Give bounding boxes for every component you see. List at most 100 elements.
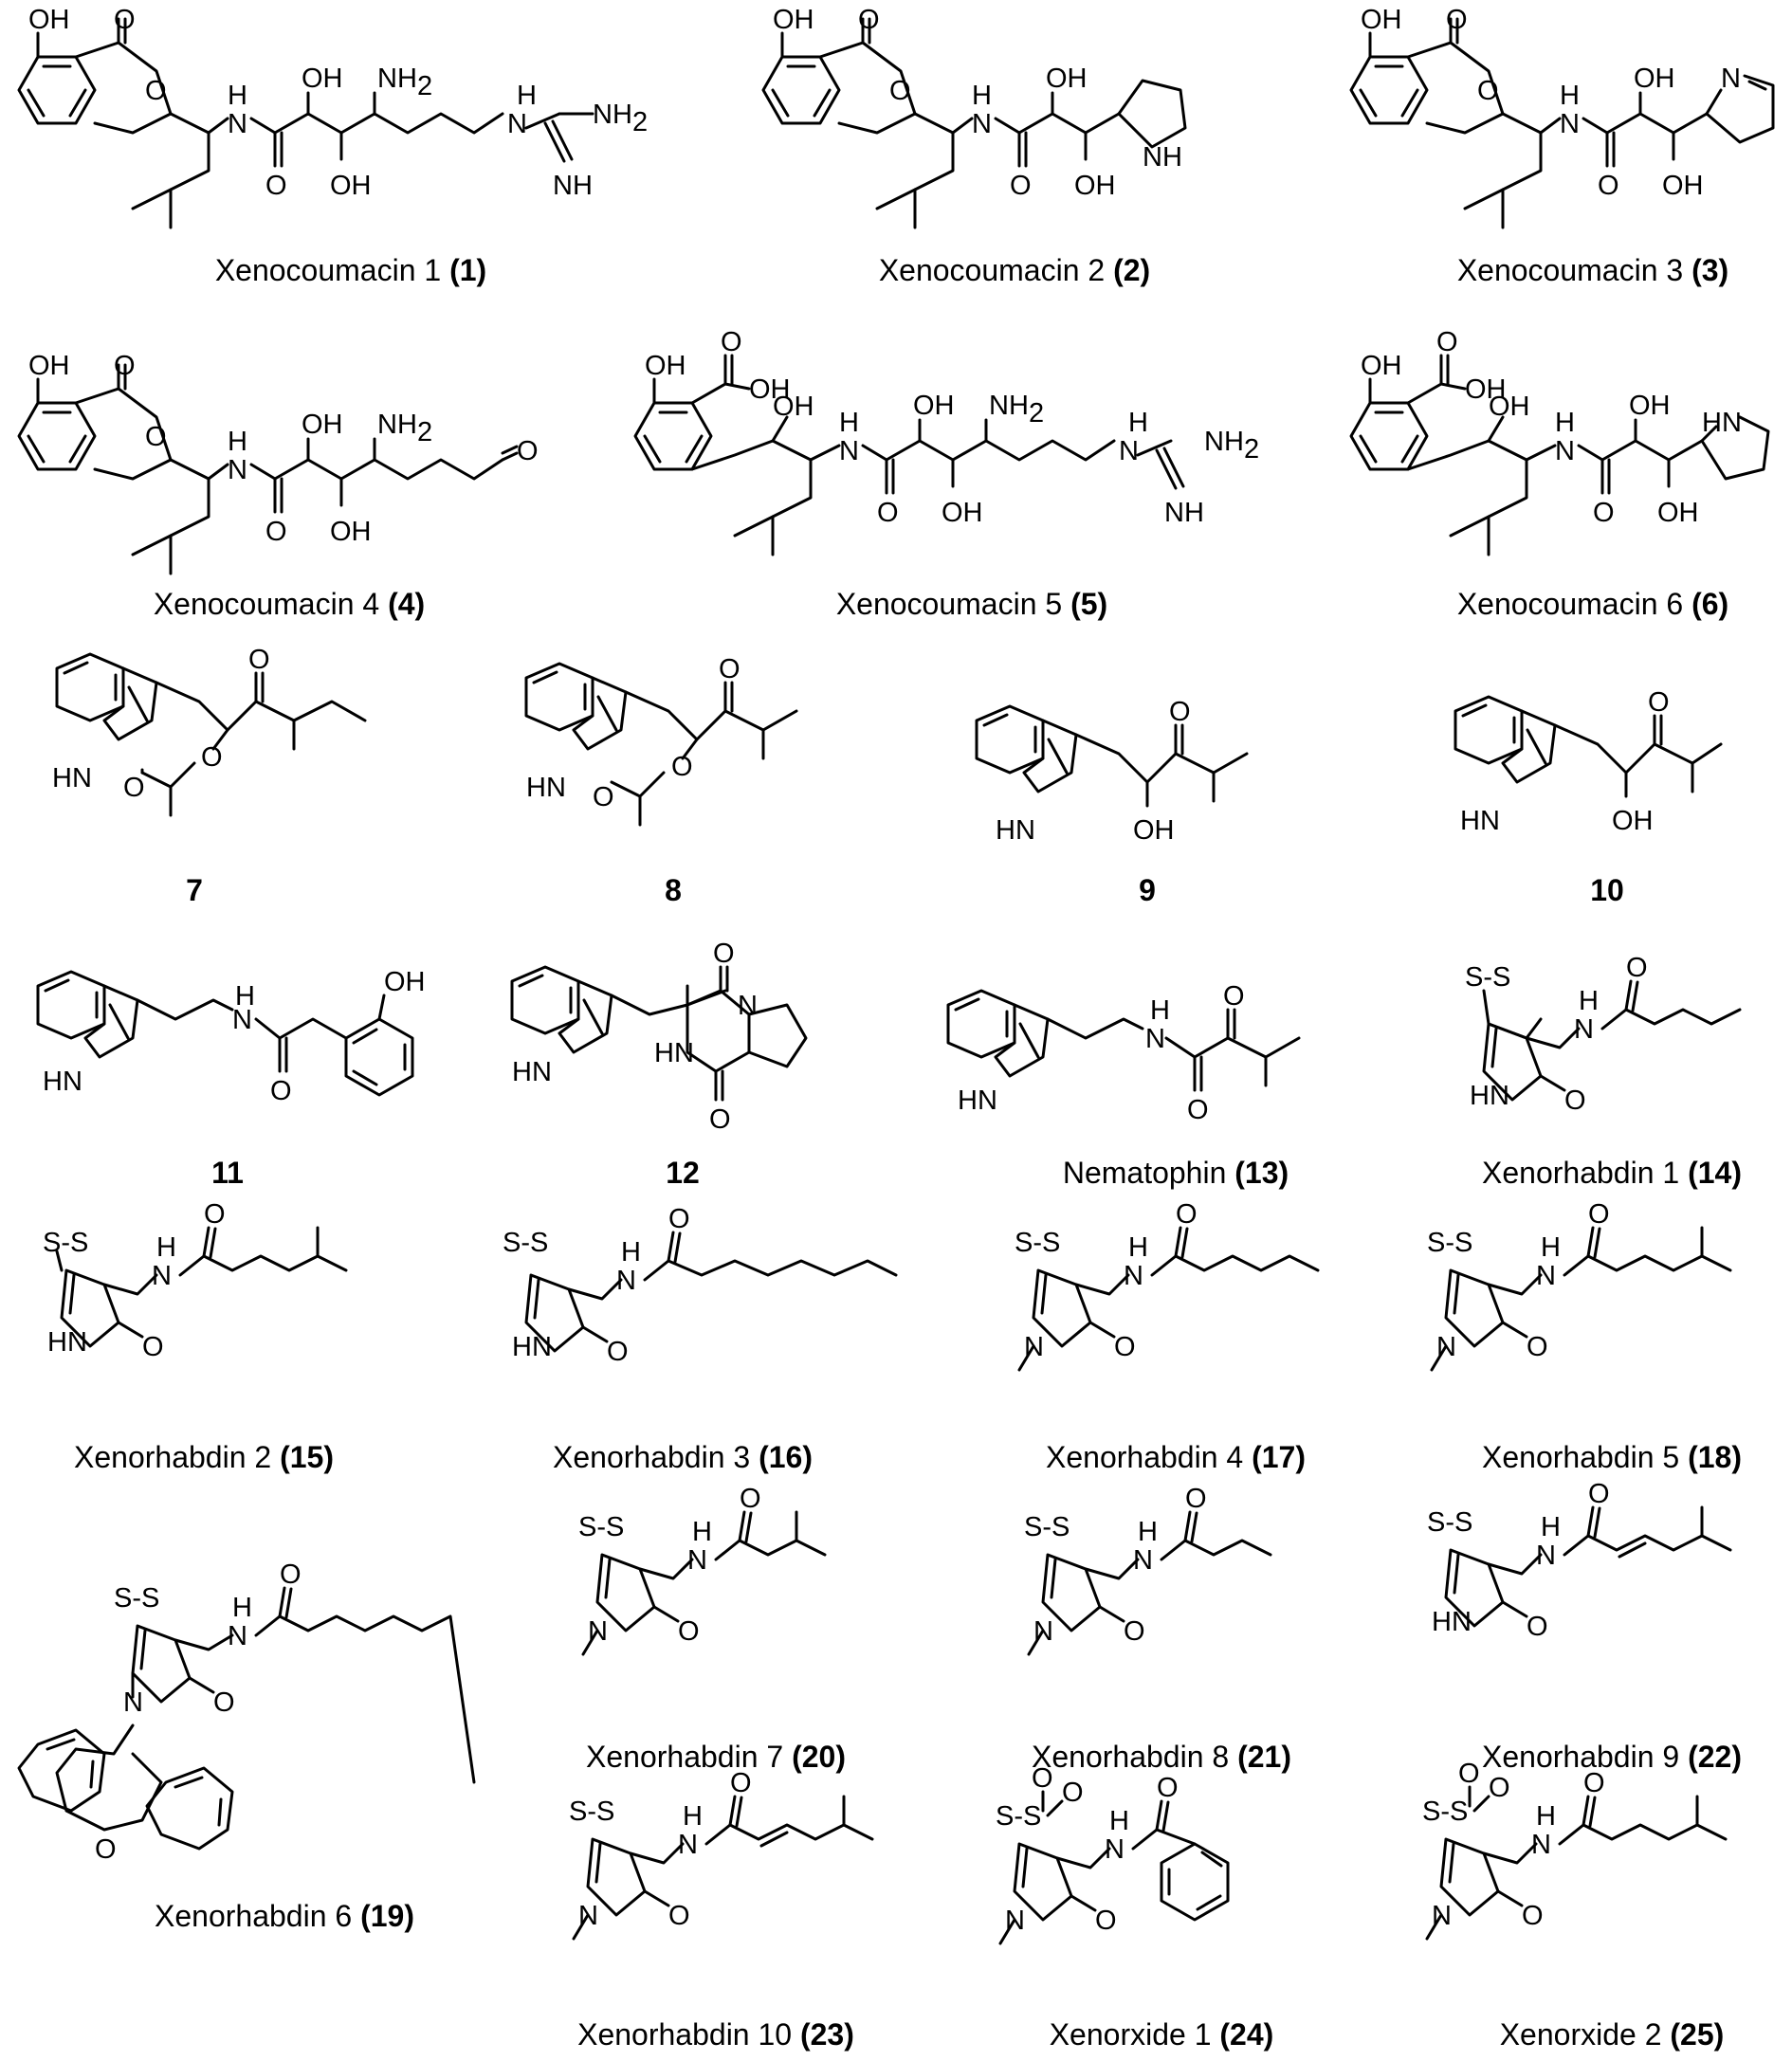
structure-xenocoumacin-5: OH O OH OH H N O OH OH NH 2 H N NH 2 NH	[633, 327, 1259, 556]
atom-label: O	[1626, 953, 1648, 983]
atom-label: H	[1579, 986, 1599, 1016]
atom-label: H	[972, 81, 992, 111]
atom-label: N	[1721, 64, 1741, 94]
atom-label: S-S	[503, 1228, 548, 1258]
structure-compound-9: HN O OH	[975, 697, 1249, 846]
compound-caption: 11	[211, 1156, 244, 1190]
atom-label: NH	[1204, 427, 1244, 457]
atom-label: NH	[1164, 498, 1204, 528]
atom-label: O	[1446, 5, 1468, 35]
compound-caption: Xenocoumacin 3 (3)	[1457, 253, 1728, 287]
atom-label: N	[123, 1687, 143, 1718]
compound-caption: Xenorhabdin 6 (19)	[155, 1899, 414, 1933]
atom-label: O	[1176, 1199, 1198, 1230]
atom-label: NH	[377, 64, 417, 94]
compound-caption: Xenorhabdin 9 (22)	[1482, 1740, 1742, 1774]
atom-label: NH	[989, 391, 1029, 421]
compound-caption: 12	[666, 1156, 700, 1190]
compound-caption: Xenorxide 1 (24)	[1050, 2017, 1274, 2052]
atom-label: O	[1648, 687, 1670, 718]
atom-label: OH	[28, 5, 70, 35]
atom-label: O	[1185, 1484, 1207, 1514]
atom-label: HN	[1460, 806, 1500, 836]
atom-label: O	[1062, 1778, 1084, 1808]
atom-label: HN	[47, 1327, 87, 1358]
atom-label: N	[228, 455, 247, 485]
atom-label: S-S	[1427, 1507, 1472, 1538]
atom-label: OH	[942, 498, 983, 528]
atom-label: O	[114, 5, 136, 35]
atom-label: O	[1477, 76, 1499, 106]
atom-label: OH	[1662, 171, 1704, 201]
atom-label: N	[1436, 1332, 1456, 1362]
atom-label: OH	[384, 967, 426, 997]
atom-label: S-S	[569, 1797, 614, 1827]
compound-caption: Xenorhabdin 1 (14)	[1482, 1156, 1742, 1190]
atom-label: OH	[773, 5, 814, 35]
atom-label: H	[839, 408, 859, 438]
compound-caption: 8	[665, 873, 682, 907]
atom-label: O	[517, 436, 539, 466]
atom-label: H	[517, 81, 537, 111]
atom-label: S-S	[114, 1583, 159, 1614]
compound-caption: Xenocoumacin 1 (1)	[215, 253, 486, 287]
atom-label: OH	[773, 392, 814, 422]
atom-label: O	[1588, 1479, 1610, 1509]
atom-label: N	[1124, 1261, 1143, 1291]
atom-label: O	[1522, 1901, 1544, 1931]
atom-label: O	[709, 1104, 731, 1135]
atom-label: O	[280, 1559, 302, 1590]
atom-label: O	[248, 645, 270, 675]
atom-label: N	[678, 1830, 698, 1860]
atom-label: N	[1536, 1261, 1556, 1291]
atom-label: O	[1032, 1763, 1053, 1794]
atom-label: O	[668, 1204, 690, 1234]
compound-caption: Xenorhabdin 4 (17)	[1046, 1440, 1306, 1474]
atom-label: OH	[1133, 815, 1175, 846]
atom-label: H	[228, 81, 247, 111]
atom-label: N	[687, 1545, 707, 1576]
structure-xenorhabdin-4: S-S H N N O O	[1015, 1199, 1320, 1372]
atom-label: OH	[330, 171, 372, 201]
structure-compound-7: HN O O O	[52, 645, 367, 817]
atom-label: O	[1583, 1768, 1605, 1798]
atom-label: O	[1157, 1773, 1179, 1803]
atom-label: O	[145, 422, 167, 452]
atom-label: O	[593, 782, 614, 812]
atom-label: N	[228, 1621, 247, 1651]
atom-label: H	[1109, 1806, 1129, 1836]
atom-label: S-S	[1015, 1228, 1060, 1258]
atom-label: 2	[417, 71, 432, 101]
compound-caption: Xenocoumacin 5 (5)	[836, 587, 1107, 621]
atom-label: N	[1133, 1545, 1153, 1576]
atom-label: H	[1138, 1517, 1158, 1547]
atom-label: O	[114, 351, 136, 381]
atom-label: H	[1128, 1232, 1148, 1263]
atom-label: H	[156, 1232, 176, 1263]
atom-label: OH	[913, 391, 955, 421]
atom-label: N	[1005, 1906, 1025, 1936]
atom-label: O	[1223, 981, 1245, 1012]
atom-label: N	[232, 1005, 252, 1035]
structure-compound-10: HN O OH	[1454, 687, 1723, 836]
atom-label: N	[1119, 436, 1139, 466]
atom-label: O	[201, 742, 223, 773]
compound-caption: Xenorhabdin 2 (15)	[74, 1440, 334, 1474]
atom-label: O	[858, 5, 880, 35]
compound-caption: 9	[1139, 873, 1156, 907]
atom-label: N	[1555, 436, 1575, 466]
atom-label: N	[738, 991, 758, 1021]
structure-xenorhabdin-8: S-S H N N O O	[1024, 1484, 1272, 1656]
structure-xenorhabdin-1: S-S H N HN O O	[1465, 953, 1742, 1116]
structure-compound-11: HN H N O OH	[36, 967, 426, 1106]
atom-label: O	[1095, 1906, 1117, 1936]
atom-label: N	[228, 109, 247, 139]
atom-label: O	[1593, 498, 1615, 528]
atom-label: N	[1033, 1616, 1053, 1647]
atom-label: O	[1527, 1332, 1548, 1362]
atom-label: N	[1105, 1834, 1125, 1865]
atom-label: HN	[52, 763, 92, 793]
structure-xenocoumacin-2: OH O O H N O OH OH NH	[761, 5, 1187, 229]
structure-xenocoumacin-4: OH O O H N O OH OH NH 2 O	[17, 351, 539, 575]
